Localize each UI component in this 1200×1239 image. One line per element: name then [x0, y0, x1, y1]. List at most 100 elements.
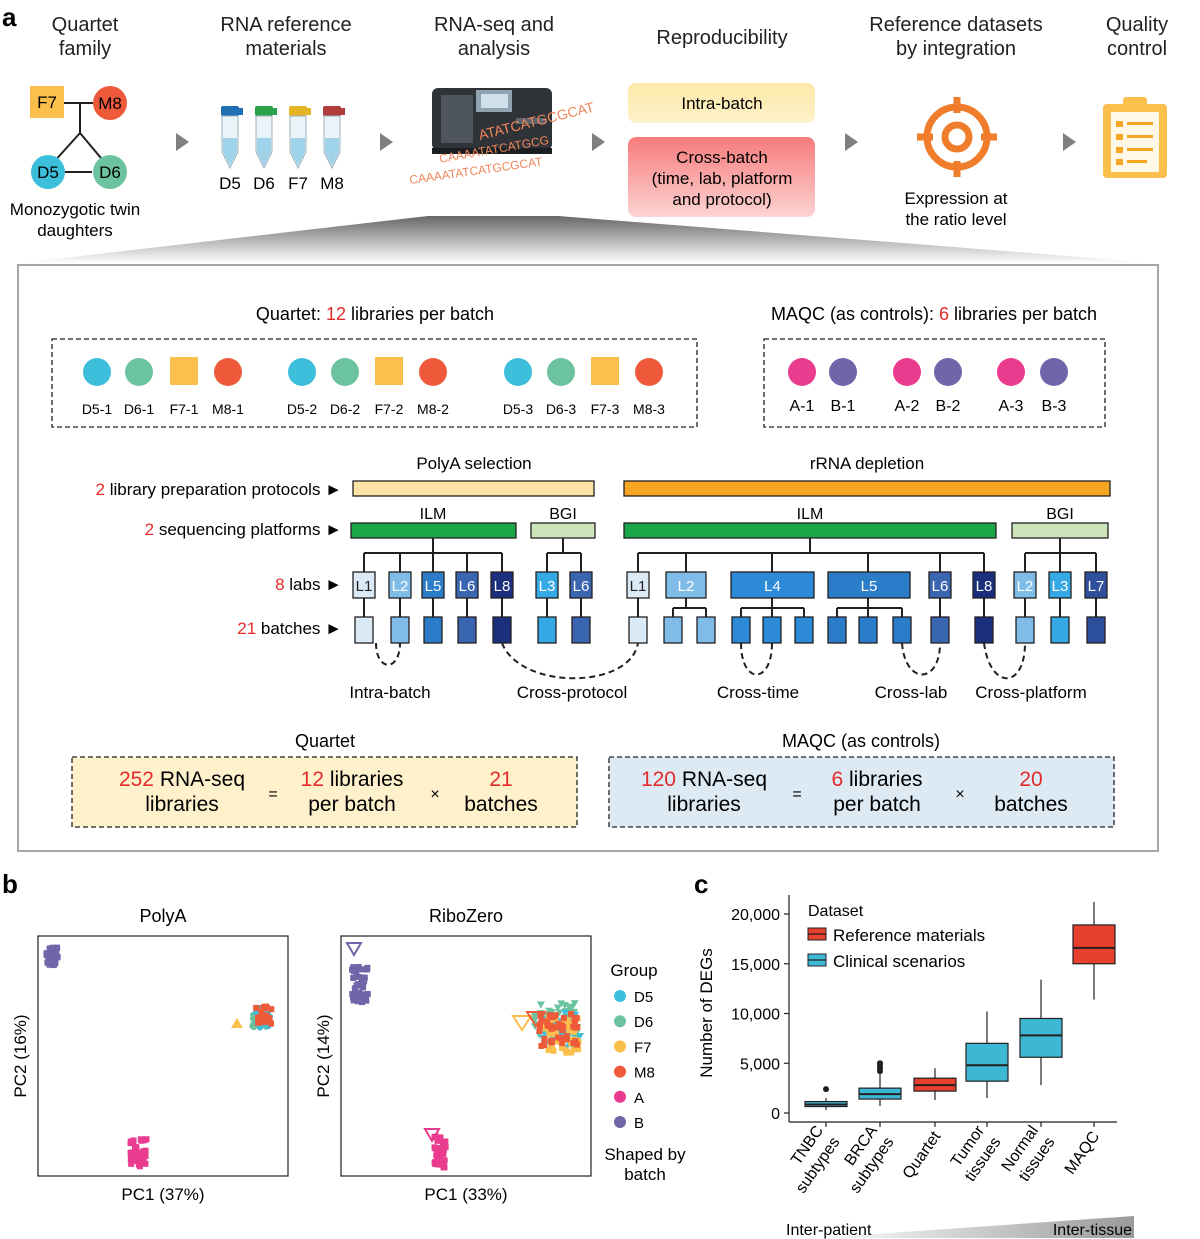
polya-a-point-31: [138, 1158, 145, 1165]
ribo-d5-point-23: [575, 1033, 584, 1041]
library-marker-d6-2: [331, 358, 359, 386]
ribo-a-point-34: [439, 1139, 446, 1146]
ribo-m8-point-3: [544, 1022, 551, 1029]
ribo-f7-point-18: [564, 1017, 571, 1024]
ribo-m8-point-36: [548, 1025, 555, 1032]
rrna-lab-l4-2: [730, 571, 815, 599]
library-label-b-2: B-2: [936, 398, 961, 415]
ribo-m8-point-7: [554, 1024, 561, 1031]
panel-b-label: b: [2, 869, 18, 899]
ribo-d6-point-18: [565, 1003, 574, 1011]
xlabel-tnbc-subtypes: TNBCsubtypes: [776, 1123, 843, 1197]
ribo-a-point-38: [433, 1152, 440, 1159]
d5-circle: [31, 155, 65, 189]
library-label-f7-2: F7-2: [375, 401, 404, 417]
comparison-arcs: [375, 642, 1026, 680]
ribo-b-point-8: [355, 964, 362, 971]
rrna-lab-label-l3-7: L3: [1052, 578, 1069, 595]
summary-quartet-times: ×: [430, 786, 439, 803]
polya-lab-label-l2-1: L2: [392, 578, 409, 595]
comparison-labels: Intra-batch Cross-protocol Cross-time Cr…: [349, 683, 1086, 702]
ribo-m8-point-44: [571, 1019, 578, 1026]
library-marker-a-3: [997, 358, 1025, 386]
library-marker-f7-3: [591, 357, 619, 385]
summary-maqc-text: 120 RNA-seq libraries = 6 libraries per …: [641, 768, 1068, 816]
ribo-b-point-32: [356, 989, 363, 996]
ribo-a-point-11: [437, 1134, 444, 1141]
ribo-a-point-3: [440, 1151, 447, 1158]
polya-a-point-34: [141, 1149, 148, 1156]
polya-m8-point-19: [268, 1006, 275, 1013]
polya-lab-l6-3: [455, 571, 479, 599]
step-title-rna-materials-2: materials: [245, 38, 326, 60]
step-title-rnaseq: RNA-seq and: [434, 14, 554, 36]
library-marker-d5-1: [83, 358, 111, 386]
comparison-intra-batch: Intra-batch: [349, 683, 430, 702]
ribo-m8-point-26: [568, 1011, 575, 1018]
batch-3: [423, 616, 443, 644]
ribo-m8-point-32: [544, 1018, 551, 1025]
ribo-f7-point-32: [575, 1046, 582, 1053]
rrna-lab-l7-8: [1084, 571, 1108, 599]
ribo-d6-point-46: [570, 1000, 579, 1008]
ribo-f7-point-38: [552, 1030, 559, 1037]
protocol-bar-polya: [352, 480, 595, 497]
ytick-label-0: 0: [771, 1106, 780, 1123]
arrow-4-icon: [845, 133, 858, 151]
family-pedigree: F7 M8 D5 D6 Monozygotic twin daughters: [10, 86, 140, 240]
rrna-lab-label-l5-3: L5: [861, 578, 878, 595]
ribo-f7-point-44: [560, 1018, 567, 1025]
ribo-a-point-37: [433, 1133, 440, 1140]
summary-maqc-per-2: per batch: [833, 793, 921, 816]
polya-a-point-28: [130, 1139, 137, 1146]
f7-label: F7: [37, 93, 57, 112]
design-box: [17, 264, 1159, 852]
polya-m8-point-21: [255, 1019, 262, 1026]
ribo-b-point-39: [362, 995, 369, 1002]
batch-5: [492, 616, 512, 644]
polya-lab-label-l8-4: L8: [494, 578, 511, 595]
summary-quartet-text: 252 RNA-seq libraries = 12 libraries per…: [119, 768, 538, 816]
intra-batch-box: [628, 83, 815, 123]
batch-18: [974, 616, 994, 644]
summary-quartet-eq: =: [268, 786, 277, 803]
f7-square: [30, 86, 64, 118]
polya-lab-l1-0: [352, 571, 376, 599]
cross-batch-label-1: Cross-batch: [676, 148, 768, 167]
rrna-lab-label-l2-1: L2: [678, 578, 695, 595]
ribo-b-point-27: [352, 988, 359, 995]
polya-lab-l3-5: [535, 571, 559, 599]
batch-boxes: [354, 616, 1106, 644]
ribo-m8-point-28: [560, 1014, 567, 1021]
arc-cross-lab: [901, 642, 941, 676]
library-label-a-2: A-2: [895, 398, 920, 415]
batch-21: [1086, 616, 1106, 644]
library-label-d5-2: D5-2: [287, 401, 318, 417]
polya-b-point-39: [51, 957, 58, 964]
polya-m8-point-13: [261, 1003, 268, 1010]
summary-quartet-total-2: libraries: [145, 793, 219, 816]
batch-10: [696, 616, 716, 644]
summary-quartet-per: 12 libraries: [301, 768, 404, 791]
step-title-rna-materials: RNA reference: [220, 14, 351, 36]
summary-quartet-per-2: per batch: [308, 793, 396, 816]
quartet-title: Quartet: 12 libraries per batch: [256, 304, 494, 324]
ribo-b-point-9: [355, 973, 362, 980]
rrna-lab-l3-7: [1048, 571, 1072, 599]
ribo-m8-point-27: [541, 1042, 548, 1049]
polya-m8-point-10: [268, 1020, 275, 1027]
polya-a-point-13: [142, 1160, 149, 1167]
ribo-a-point-25: [438, 1145, 445, 1152]
m8-circle: [93, 86, 127, 120]
polya-lab-l8-4: [490, 571, 514, 599]
ribo-m8-open-point: [525, 1011, 547, 1028]
ribo-f7-point-17: [549, 1046, 556, 1053]
ribo-d6-point-42: [553, 1004, 562, 1012]
xlabel-tumor-tissues: Tumortissues: [946, 1122, 1005, 1185]
library-marker-b-2: [934, 358, 962, 386]
legend-label-f7: F7: [634, 1039, 652, 1056]
workflow-titles: Quartet family RNA reference materials R…: [52, 14, 1168, 60]
library-marker-d5-3: [504, 358, 532, 386]
